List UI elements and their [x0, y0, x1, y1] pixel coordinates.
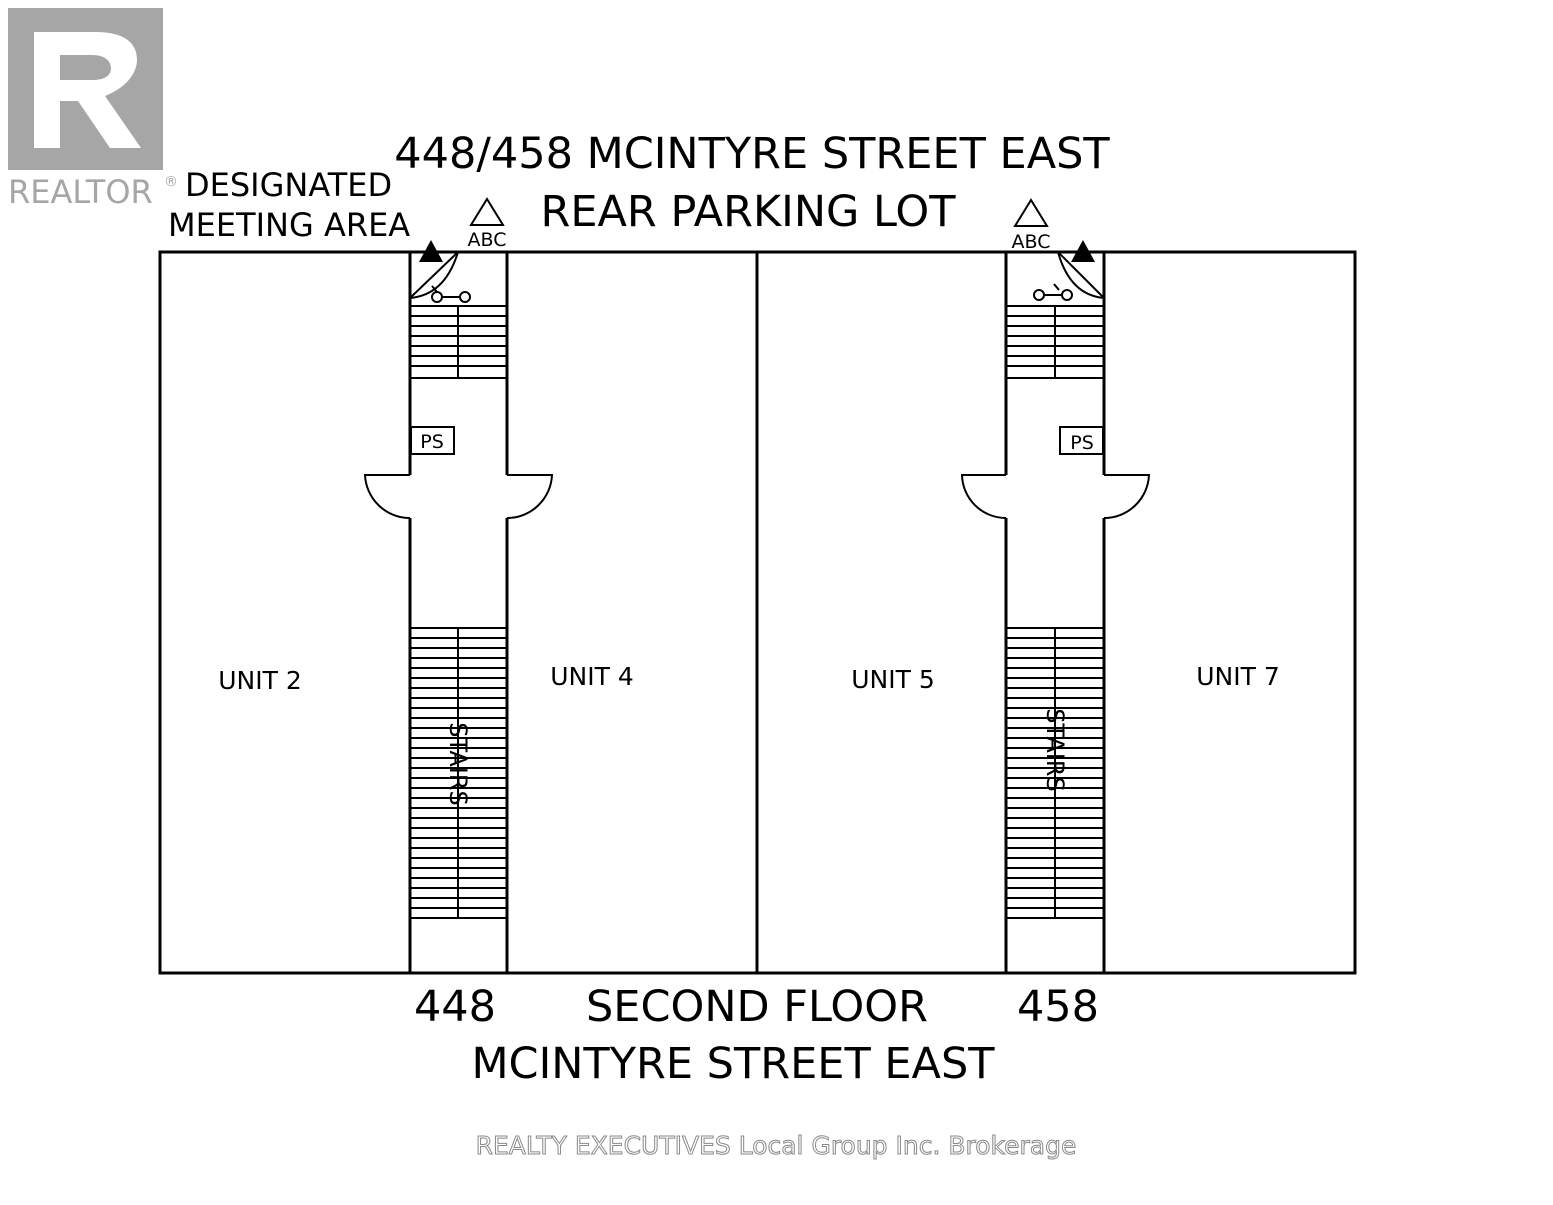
- corridor-458: PS STAIRS: [960, 251, 1151, 973]
- unit-5-label: UNIT 5: [851, 665, 935, 694]
- unit-7-label: UNIT 7: [1196, 662, 1280, 691]
- floor-label: SECOND FLOOR: [586, 982, 928, 1032]
- realtor-wordmark: REALTOR: [8, 173, 153, 211]
- corridor-448: PS STAIRS: [363, 251, 554, 973]
- title-line-1: 448/458 MCINTYRE STREET EAST: [394, 129, 1110, 179]
- panel-label-2: PS: [1070, 432, 1094, 454]
- door-swing: [1057, 251, 1105, 299]
- stair-flight-lower: [409, 627, 508, 919]
- meeting-area-line-2: MEETING AREA: [168, 206, 410, 244]
- door-swing-left: [363, 474, 411, 520]
- panel-label-1: PS: [420, 431, 444, 453]
- door-swing-right: [1103, 474, 1151, 520]
- stair-flight-lower: [1005, 627, 1105, 919]
- address-458: 458: [1017, 982, 1099, 1032]
- realtor-r-letter: [34, 32, 141, 148]
- fire-extinguisher-icon: ABC: [1012, 198, 1051, 253]
- registered-mark: ®: [164, 174, 178, 190]
- brokerage-watermark: REALTY EXECUTIVES Local Group Inc. Broke…: [476, 1131, 1077, 1160]
- stairs-label-2: STAIRS: [1041, 708, 1069, 791]
- stairs-label-1: STAIRS: [444, 722, 472, 805]
- title-line-2: REAR PARKING LOT: [540, 187, 956, 237]
- pull-station-icon: [1033, 283, 1073, 301]
- realtor-logo: REALTOR ®: [8, 8, 178, 211]
- street-label: MCINTYRE STREET EAST: [471, 1039, 995, 1089]
- extinguisher-label-2: ABC: [1012, 231, 1051, 253]
- unit-2-label: UNIT 2: [218, 666, 302, 695]
- meeting-area-line-1: DESIGNATED: [185, 166, 392, 204]
- door-swing-left: [960, 474, 1007, 519]
- door-swing: [409, 251, 459, 299]
- unit-4-label: UNIT 4: [550, 662, 634, 691]
- fire-extinguisher-icon: ABC: [468, 197, 507, 251]
- stair-flight-upper: [1005, 305, 1105, 379]
- stair-flight-upper: [409, 305, 508, 379]
- extinguisher-label-1: ABC: [468, 229, 507, 251]
- pull-station-icon: [431, 285, 471, 303]
- door-swing-right: [506, 474, 554, 520]
- address-448: 448: [414, 982, 496, 1032]
